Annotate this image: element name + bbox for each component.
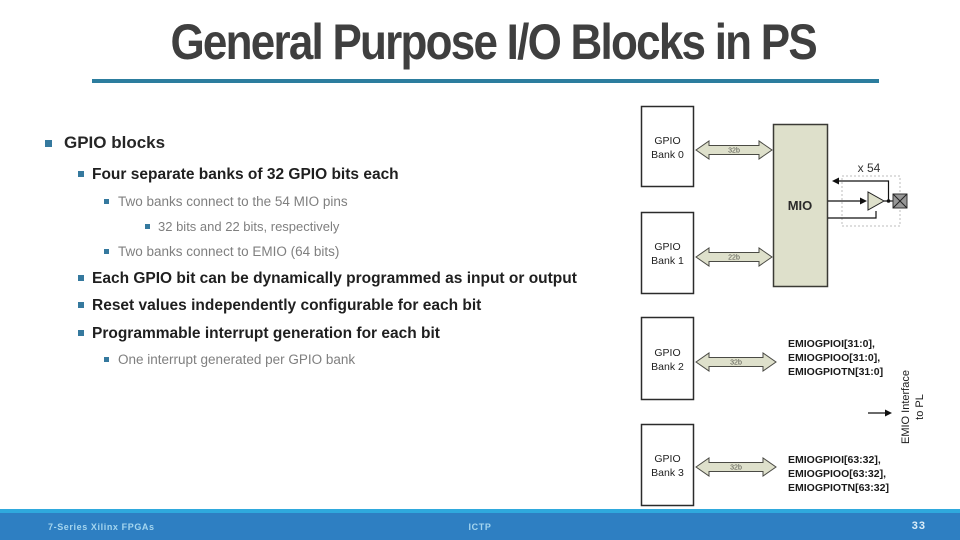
bullet-icon: [78, 274, 84, 281]
emio-interface-arrow-icon: [868, 409, 892, 417]
emio-signal-label: EMIOGPIOTN[63:32]: [788, 482, 889, 494]
bullet-text: Two banks connect to EMIO (64 bits): [118, 244, 340, 259]
bullet-text: GPIO blocks: [64, 133, 166, 152]
bullet-text: Four separate banks of 32 GPIO bits each: [92, 166, 399, 183]
gpio-bank-1-label-line2: Bank 1: [651, 255, 684, 267]
footer-accent-strip: [0, 509, 960, 513]
list-item: Reset values independently configurable …: [28, 296, 643, 315]
gpio-bank-0-label-line2: Bank 0: [651, 149, 684, 161]
gpio-bank-1-box: GPIO Bank 1: [640, 211, 695, 295]
bullet-icon: [104, 249, 109, 254]
emio-signals-bank3: EMIOGPIOI[63:32], EMIOGPIOO[63:32], EMIO…: [788, 454, 889, 494]
bullet-icon: [104, 357, 109, 362]
x54-io-cell: x 54: [828, 161, 908, 227]
bus-arrow-bank0-mio: 32b: [695, 140, 773, 160]
list-item: 32 bits and 22 bits, respectively: [28, 218, 643, 235]
list-item: Two banks connect to the 54 MIO pins: [28, 193, 643, 210]
bus-arrow-bank3-emio: 32b: [695, 457, 777, 477]
emio-signals-bank2: EMIOGPIOI[31:0], EMIOGPIOO[31:0], EMIOGP…: [788, 338, 883, 378]
bus-width-label: 22b: [728, 255, 740, 262]
emio-signal-label: EMIOGPIOI[63:32],: [788, 454, 881, 466]
list-item: One interrupt generated per GPIO bank: [28, 351, 643, 368]
bullet-text: Reset values independently configurable …: [92, 297, 482, 314]
bus-width-label: 32b: [730, 360, 742, 367]
output-arrowhead-icon: [860, 197, 867, 205]
bullet-list: GPIO blocks Four separate banks of 32 GP…: [28, 133, 643, 377]
gpio-bank-0-label-line1: GPIO: [654, 135, 680, 147]
bullet-icon: [145, 224, 150, 229]
bus-width-label: 32b: [730, 465, 742, 472]
emio-signal-label: EMIOGPIOI[31:0],: [788, 338, 875, 350]
list-item: Four separate banks of 32 GPIO bits each: [28, 165, 643, 184]
io-pad-icon: [892, 193, 908, 209]
bullet-text: Each GPIO bit can be dynamically program…: [92, 269, 577, 287]
bullet-text: One interrupt generated per GPIO bank: [118, 352, 356, 367]
footer-course-label: 7-Series Xilinx FPGAs: [48, 522, 155, 532]
gpio-bank-3-label-line1: GPIO: [654, 453, 680, 465]
gpio-bank-2-label-line2: Bank 2: [651, 361, 684, 373]
emio-signal-label: EMIOGPIOO[63:32],: [788, 468, 886, 480]
input-arrowhead-icon: [832, 177, 839, 185]
footer-org-label: ICTP: [468, 522, 492, 532]
slide-number: 33: [911, 520, 926, 532]
bullet-text: 32 bits and 22 bits, respectively: [158, 219, 340, 234]
bullet-icon: [45, 140, 52, 147]
gpio-bank-2-box: GPIO Bank 2: [640, 316, 695, 401]
enable-wire: [828, 211, 877, 219]
footer: 7-Series Xilinx FPGAs ICTP 33: [0, 509, 960, 540]
list-item: Two banks connect to EMIO (64 bits): [28, 243, 643, 260]
gpio-bank-2-label-line1: GPIO: [654, 347, 680, 359]
gpio-bank-3-label-line2: Bank 3: [651, 467, 684, 479]
slide-title: General Purpose I/O Blocks in PS: [170, 14, 817, 70]
bus-arrow-bank1-mio: 22b: [695, 247, 773, 267]
list-item: GPIO blocks: [28, 133, 643, 153]
emio-signal-label: EMIOGPIOTN[31:0]: [788, 366, 883, 378]
bullet-text: Programmable interrupt generation for ea…: [92, 324, 440, 342]
tristate-buffer-icon: [867, 191, 886, 211]
emio-interface-label-line2: to PL: [914, 394, 926, 420]
bus-width-label: 32b: [728, 148, 740, 155]
gpio-bank-0-box: GPIO Bank 0: [640, 105, 695, 188]
emio-interface-label-line1: EMIO Interface: [900, 370, 912, 444]
gpio-diagram: GPIO Bank 0 GPIO Bank 1 GPIO Bank 2 GPIO…: [640, 105, 926, 507]
list-item: Each GPIO bit can be dynamically program…: [28, 269, 643, 288]
bullet-icon: [78, 302, 84, 308]
gpio-bank-1-label-line1: GPIO: [654, 241, 680, 253]
bullet-icon: [78, 329, 84, 336]
title-underline: [92, 79, 879, 83]
x54-dotted-frame: [841, 175, 901, 227]
mio-label: MIO: [788, 198, 813, 213]
list-item: Programmable interrupt generation for ea…: [28, 324, 643, 343]
bullet-text: Two banks connect to the 54 MIO pins: [118, 193, 348, 209]
input-wire: [834, 180, 890, 201]
emio-signal-label: EMIOGPIOO[31:0],: [788, 352, 880, 364]
bullet-icon: [78, 171, 84, 177]
footer-bar: 7-Series Xilinx FPGAs ICTP 33: [0, 513, 960, 540]
emio-interface-label: EMIO Interface to PL: [900, 370, 926, 444]
bullet-icon: [104, 198, 109, 204]
mio-box: MIO: [772, 123, 829, 288]
bus-arrow-bank2-emio: 32b: [695, 352, 777, 372]
x54-label: x 54: [858, 161, 881, 175]
gpio-bank-3-box: GPIO Bank 3: [640, 423, 695, 507]
